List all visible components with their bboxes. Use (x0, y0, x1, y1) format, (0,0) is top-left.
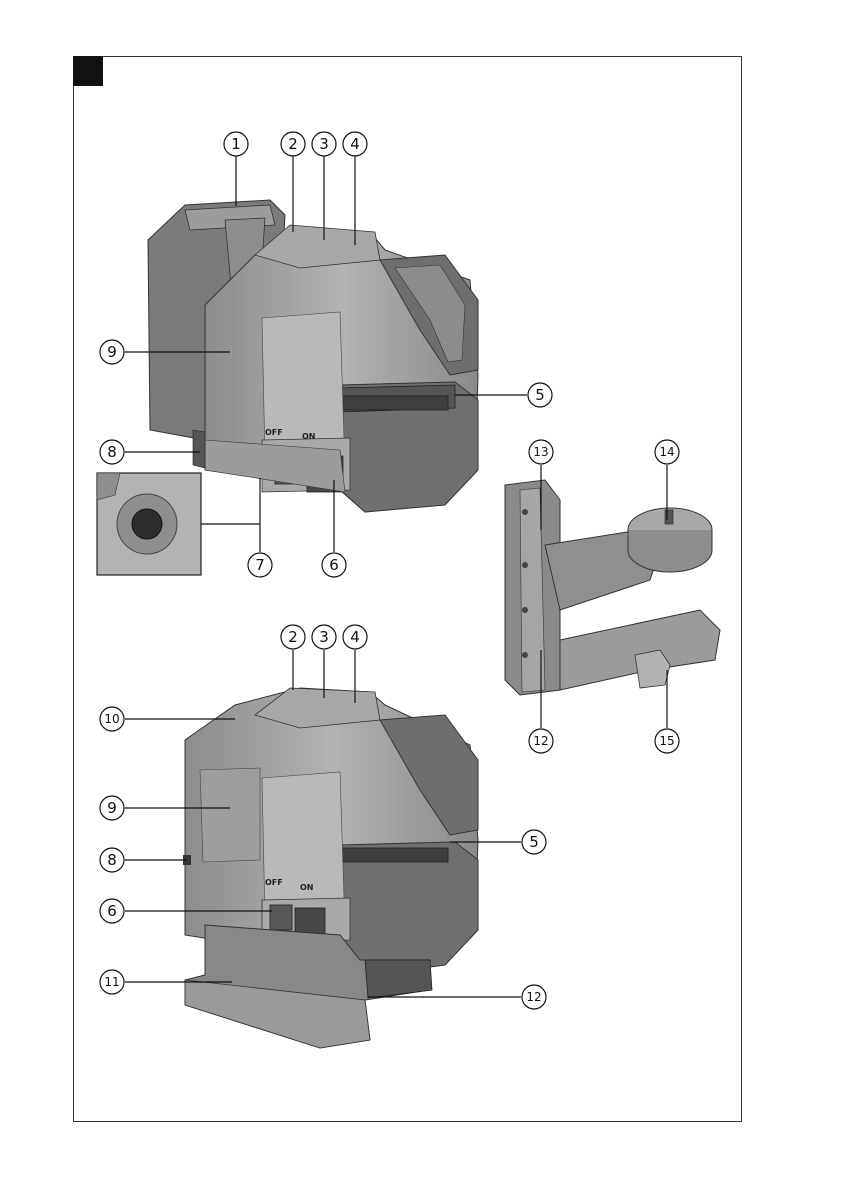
svg-text:8: 8 (107, 443, 117, 461)
callout-7: 7 (248, 553, 272, 577)
svg-text:1: 1 (231, 135, 241, 153)
callout-5: 5 (528, 383, 552, 407)
svg-text:8: 8 (107, 851, 117, 869)
callout-13: 13 (529, 440, 553, 464)
svg-text:12: 12 (533, 734, 548, 748)
svg-text:5: 5 (535, 386, 545, 404)
svg-text:3: 3 (319, 135, 329, 153)
callout-5-bottom: 5 (522, 830, 546, 854)
callout-11: 11 (100, 970, 124, 994)
callout-8-bottom: 8 (100, 848, 124, 872)
callout-4-bottom: 4 (343, 625, 367, 649)
svg-text:2: 2 (288, 135, 298, 153)
callout-2: 2 (281, 132, 305, 156)
switch-on-label: ON (302, 432, 316, 441)
callout-2-bottom: 2 (281, 625, 305, 649)
svg-text:4: 4 (350, 628, 360, 646)
callout-6: 6 (322, 553, 346, 577)
svg-text:9: 9 (107, 343, 117, 361)
svg-text:4: 4 (350, 135, 360, 153)
thread-detail-inset (97, 473, 201, 575)
callout-15: 15 (655, 729, 679, 753)
svg-text:12: 12 (526, 990, 541, 1004)
svg-text:3: 3 (319, 628, 329, 646)
switch-on-label-bottom: ON (300, 883, 314, 892)
callout-9-bottom: 9 (100, 796, 124, 820)
laser-device-bottom: OFF ON (183, 688, 478, 1048)
switch-off-label-bottom: OFF (265, 878, 283, 887)
callout-12-bottom: 12 (522, 985, 546, 1009)
callout-9: 9 (100, 340, 124, 364)
svg-text:13: 13 (533, 445, 548, 459)
callout-1: 1 (224, 132, 248, 156)
svg-text:7: 7 (255, 556, 265, 574)
callout-3: 3 (312, 132, 336, 156)
svg-text:9: 9 (107, 799, 117, 817)
callout-6-bottom: 6 (100, 899, 124, 923)
callout-3-bottom: 3 (312, 625, 336, 649)
svg-text:6: 6 (329, 556, 339, 574)
laser-device-top: OFF ON (148, 200, 478, 512)
svg-text:15: 15 (659, 734, 674, 748)
svg-text:2: 2 (288, 628, 298, 646)
svg-text:10: 10 (104, 712, 119, 726)
callout-12-bracket: 12 (529, 729, 553, 753)
callout-10: 10 (100, 707, 124, 731)
svg-text:5: 5 (529, 833, 539, 851)
callout-8: 8 (100, 440, 124, 464)
svg-text:6: 6 (107, 902, 117, 920)
callout-4: 4 (343, 132, 367, 156)
svg-text:11: 11 (104, 975, 119, 989)
callout-14: 14 (655, 440, 679, 464)
wall-bracket (505, 480, 720, 695)
svg-text:14: 14 (659, 445, 674, 459)
switch-off-label: OFF (265, 428, 283, 437)
